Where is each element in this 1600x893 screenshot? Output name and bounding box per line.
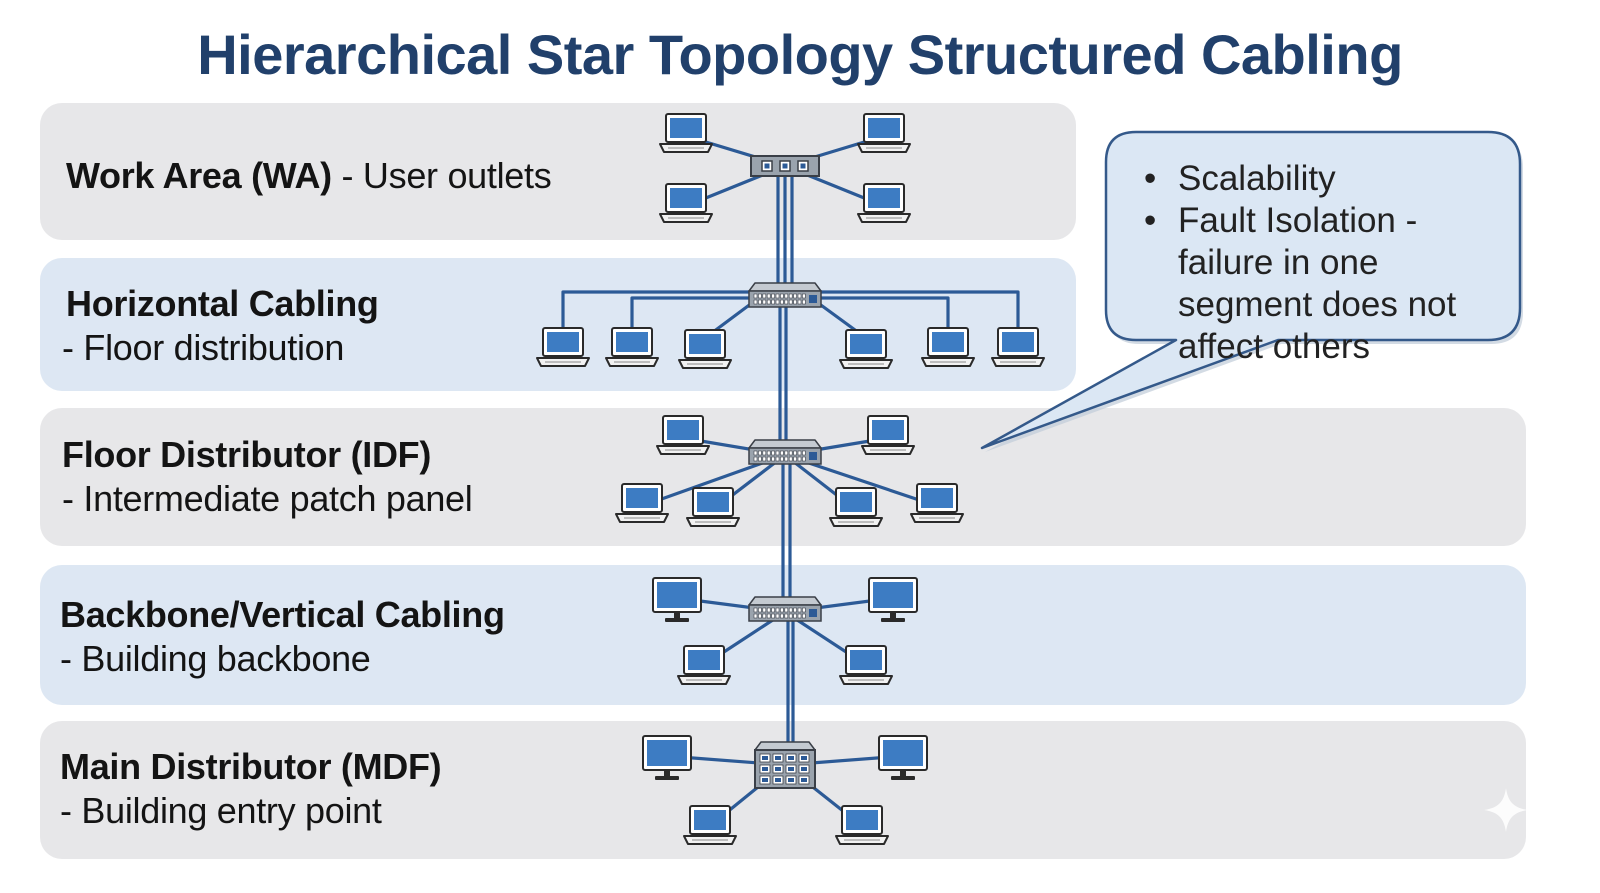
laptop-icon (683, 805, 737, 845)
monitor-icon (878, 735, 928, 780)
laptop-icon (910, 483, 964, 523)
monitor-icon (868, 577, 918, 622)
layer-name: Work Area (WA) (66, 155, 332, 196)
switch-icon (748, 439, 822, 465)
laptop-icon (857, 183, 911, 223)
switch-icon (748, 282, 822, 308)
layer-name: Floor Distributor (IDF) (62, 434, 432, 475)
cable (814, 296, 950, 336)
layer-description: - Building backbone (60, 638, 371, 679)
layer-description: - User outlets (341, 155, 552, 196)
sparkle-icon (1484, 788, 1528, 832)
cable-layer (561, 134, 1020, 828)
laptop-icon (677, 645, 731, 685)
switch-icon (748, 596, 822, 622)
laptop-icon (659, 183, 713, 223)
layer-description: - Intermediate patch panel (62, 478, 473, 519)
laptop-icon (921, 327, 975, 367)
cable (561, 290, 756, 336)
monitor-icon (642, 735, 692, 780)
layer-name: Horizontal Cabling (66, 283, 379, 324)
layer-label-backbone: Backbone/Vertical Cabling - Building bac… (60, 593, 505, 681)
laptop-icon (605, 327, 659, 367)
laptop-icon (835, 805, 889, 845)
laptop-icon (839, 645, 893, 685)
laptop-icon (659, 113, 713, 153)
layer-description: - Building entry point (60, 790, 382, 831)
layer-name: Backbone/Vertical Cabling (60, 594, 505, 635)
callout-list: Scalability Fault Isolation - failure in… (1138, 158, 1518, 368)
callout-item-fault-isolation: Fault Isolation - failure in one segment… (1144, 200, 1518, 368)
laptop-icon (829, 487, 883, 527)
page-title: Hierarchical Star Topology Structured Ca… (197, 23, 1403, 86)
laptop-icon (656, 415, 710, 455)
laptop-icon (857, 113, 911, 153)
laptop-icon (615, 483, 669, 523)
layer-name: Main Distributor (MDF) (60, 746, 442, 787)
layer-label-main-distributor: Main Distributor (MDF) - Building entry … (60, 745, 442, 833)
monitor-icon (652, 577, 702, 622)
router-icon (754, 741, 816, 789)
layer-label-floor-distributor: Floor Distributor (IDF) - Intermediate p… (62, 433, 473, 521)
callout-text: Scalability Fault Isolation - failure in… (1138, 158, 1518, 368)
layer-description: - Floor distribution (62, 327, 345, 368)
laptop-icon (686, 487, 740, 527)
cable (630, 296, 756, 336)
layer-label-work-area: Work Area (WA) - User outlets (66, 154, 552, 198)
laptop-icon (861, 415, 915, 455)
laptop-icon (536, 327, 590, 367)
device-layer (536, 113, 1045, 845)
switch-icon (750, 155, 820, 177)
band-horizontal-cabling (40, 258, 1076, 391)
laptop-icon (991, 327, 1045, 367)
callout-item-scalability: Scalability (1144, 158, 1518, 200)
laptop-icon (678, 329, 732, 369)
laptop-icon (839, 329, 893, 369)
layer-label-horizontal: Horizontal Cabling - Floor distribution (62, 282, 379, 370)
cable (814, 290, 1020, 336)
